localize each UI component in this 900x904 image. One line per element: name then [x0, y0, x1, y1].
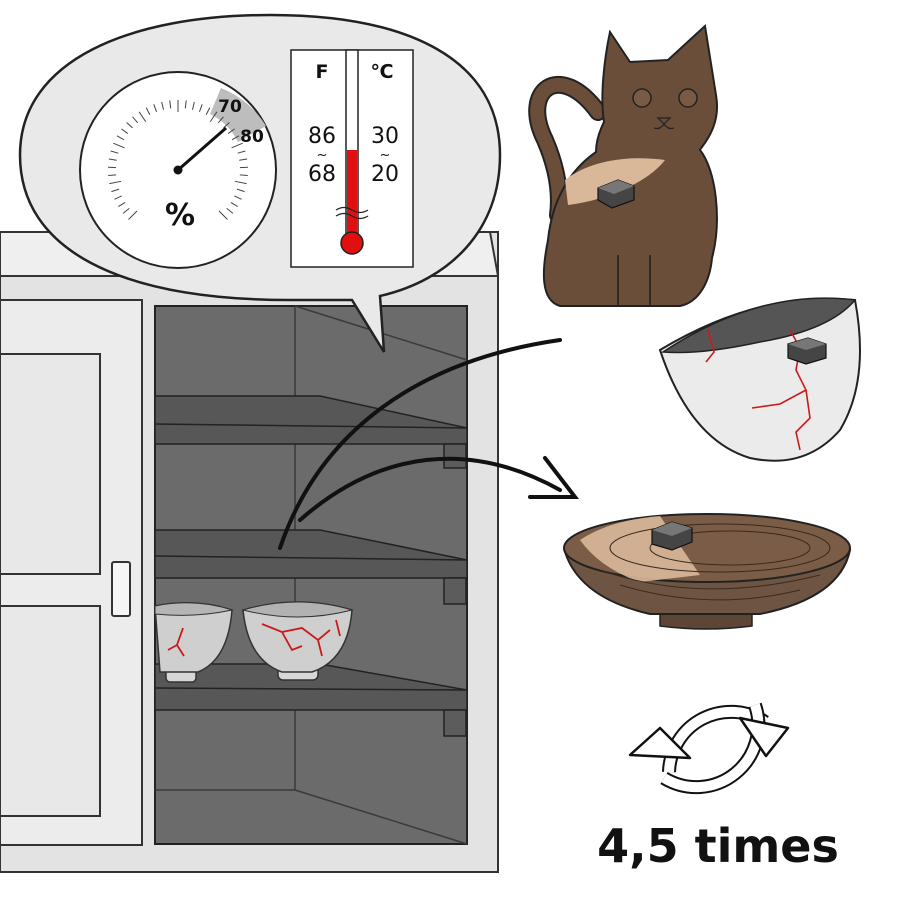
cracked-bowl: [660, 298, 860, 461]
wooden-plate: [564, 514, 850, 629]
fahrenheit-high: 86: [308, 124, 336, 149]
celsius-high: 30: [371, 124, 399, 149]
thermometer-bulb: [341, 232, 363, 254]
door-handle: [112, 562, 130, 616]
thermometer: F ℃ 86 ~ 68 30 ~ 20: [291, 50, 413, 267]
mercury-column: [347, 150, 357, 242]
celsius-range-mark: ~: [380, 148, 391, 163]
bowl-weight-cube: [788, 338, 826, 364]
fahrenheit-header: F: [316, 61, 329, 83]
hygrometer-tick-70: 70: [218, 97, 242, 117]
fahrenheit-low: 68: [308, 162, 336, 187]
door-panel-upper: [0, 354, 100, 574]
drying-cabinet: [0, 232, 498, 872]
hygrometer: 70 80 %: [80, 72, 276, 268]
dial-tick: [240, 175, 248, 176]
repeat-cycle-icon: [630, 705, 788, 787]
cat-eye-right: [679, 89, 697, 107]
door-panel-lower: [0, 606, 100, 816]
celsius-low: 20: [371, 162, 399, 187]
cat-figure: [537, 26, 717, 306]
fahrenheit-range-mark: ~: [317, 148, 328, 163]
dial-tick: [108, 175, 116, 176]
humidity-unit: %: [165, 198, 195, 233]
celsius-header: ℃: [370, 61, 393, 83]
repeat-count-label: 4,5 times: [597, 819, 839, 873]
needle-hub: [174, 166, 183, 175]
hygrometer-tick-80: 80: [240, 127, 264, 147]
cat-eye-left: [633, 89, 651, 107]
